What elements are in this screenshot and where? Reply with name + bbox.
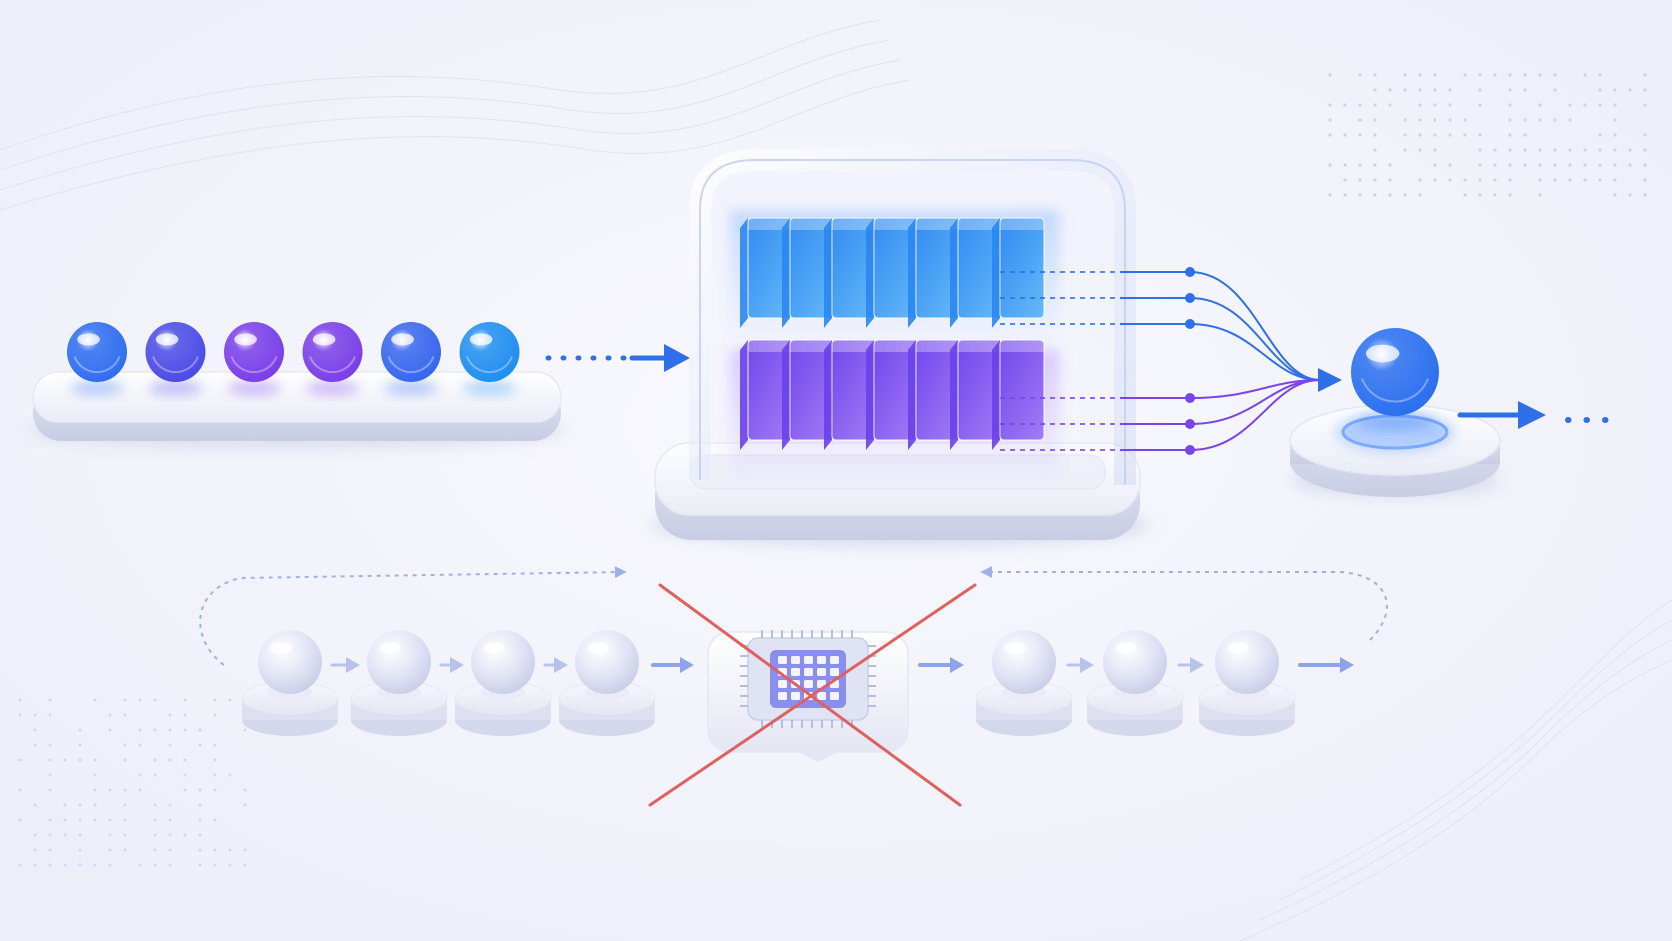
upper-layer	[992, 218, 1044, 328]
input-token	[460, 322, 520, 395]
input-token	[146, 322, 206, 395]
input-token	[303, 322, 363, 395]
upper-layer-bank	[740, 218, 1044, 328]
input-token	[67, 322, 127, 395]
input-token	[224, 322, 284, 395]
parallel-processor	[650, 160, 1150, 547]
lower-layer	[992, 340, 1044, 450]
input-token	[381, 322, 441, 395]
lower-layer-bank	[740, 340, 1044, 450]
cpu-chip-icon	[740, 630, 876, 728]
